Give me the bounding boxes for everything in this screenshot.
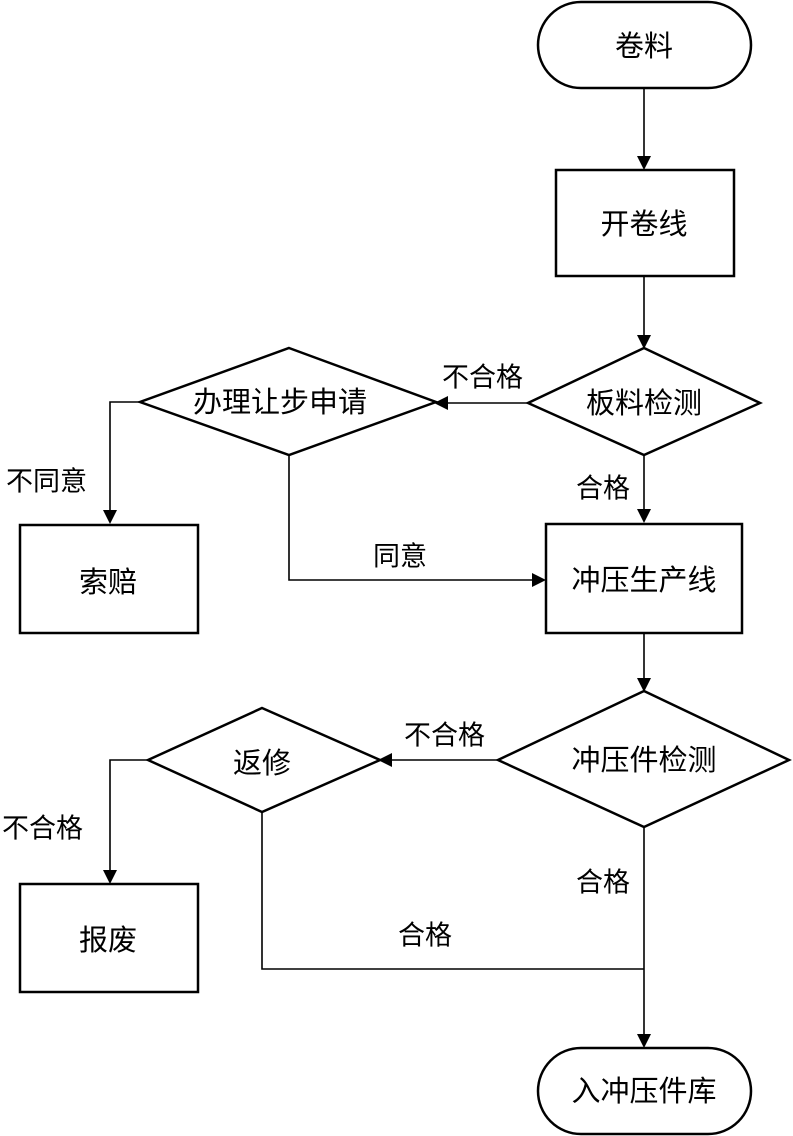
edge-concession-disagree xyxy=(109,401,140,518)
uncoiling-line-label: 开卷线 xyxy=(600,207,687,241)
edge-rework-pass xyxy=(261,812,644,970)
arrowhead-down-icon xyxy=(637,335,651,349)
flowchart-shapes xyxy=(18,0,792,1136)
arrowhead-down-icon xyxy=(103,870,117,884)
coil-label: 卷料 xyxy=(615,29,673,63)
coil-terminal xyxy=(536,0,753,90)
arrowhead-down-icon xyxy=(103,510,117,524)
connector-lines xyxy=(109,88,645,1040)
part-fail-label: 不合格 xyxy=(404,721,485,752)
sheet-inspection-diamond xyxy=(525,346,763,457)
sheet-inspection-label: 板料检测 xyxy=(586,386,702,420)
concession-request-label: 办理让步申请 xyxy=(193,385,367,419)
stamped-part-inspection-diamond xyxy=(495,689,792,829)
arrowhead-down-icon xyxy=(637,678,651,692)
rework-diamond xyxy=(144,706,384,814)
warehouse-terminal xyxy=(536,1046,753,1136)
warehouse-label: 入冲压件库 xyxy=(571,1074,716,1108)
edge-labels: 不合格 合格 不同意 同意 不合格 不合格 合格 合格 xyxy=(2,363,630,952)
arrowhead-left-icon xyxy=(378,753,392,767)
stamping-line-box xyxy=(544,522,744,635)
edge-concession-agree xyxy=(288,455,538,581)
part-pass-label: 合格 xyxy=(576,868,630,899)
sheet-fail-label: 不合格 xyxy=(442,363,523,394)
arrowhead-down-icon xyxy=(637,1034,651,1048)
rework-fail-label: 不合格 xyxy=(2,814,83,845)
arrowhead-down-icon xyxy=(637,156,651,170)
stamping-line-label: 冲压生产线 xyxy=(571,563,716,597)
concession-disagree-label: 不同意 xyxy=(6,467,87,498)
rework-label: 返修 xyxy=(233,746,291,780)
scrap-label: 报废 xyxy=(79,923,137,957)
scrap-box xyxy=(18,882,200,994)
rework-pass-label: 合格 xyxy=(398,921,452,952)
arrowhead-right-icon xyxy=(532,573,546,587)
arrowhead-down-icon xyxy=(637,509,651,523)
claim-label: 索赔 xyxy=(79,565,137,599)
stamped-part-inspection-label: 冲压件检测 xyxy=(571,743,716,777)
edge-rework-fail xyxy=(109,759,148,878)
sheet-pass-label: 合格 xyxy=(576,474,630,505)
arrowhead-left-icon xyxy=(434,396,448,410)
claim-box xyxy=(18,523,200,635)
arrowheads xyxy=(103,156,651,1048)
concession-agree-label: 同意 xyxy=(373,542,427,573)
node-labels: 卷料 开卷线 板料检测 办理让步申请 索赔 冲压生产线 冲压件检测 返修 报废 … xyxy=(79,29,717,1108)
concession-request-diamond xyxy=(136,346,440,457)
uncoiling-line-box xyxy=(554,168,736,278)
